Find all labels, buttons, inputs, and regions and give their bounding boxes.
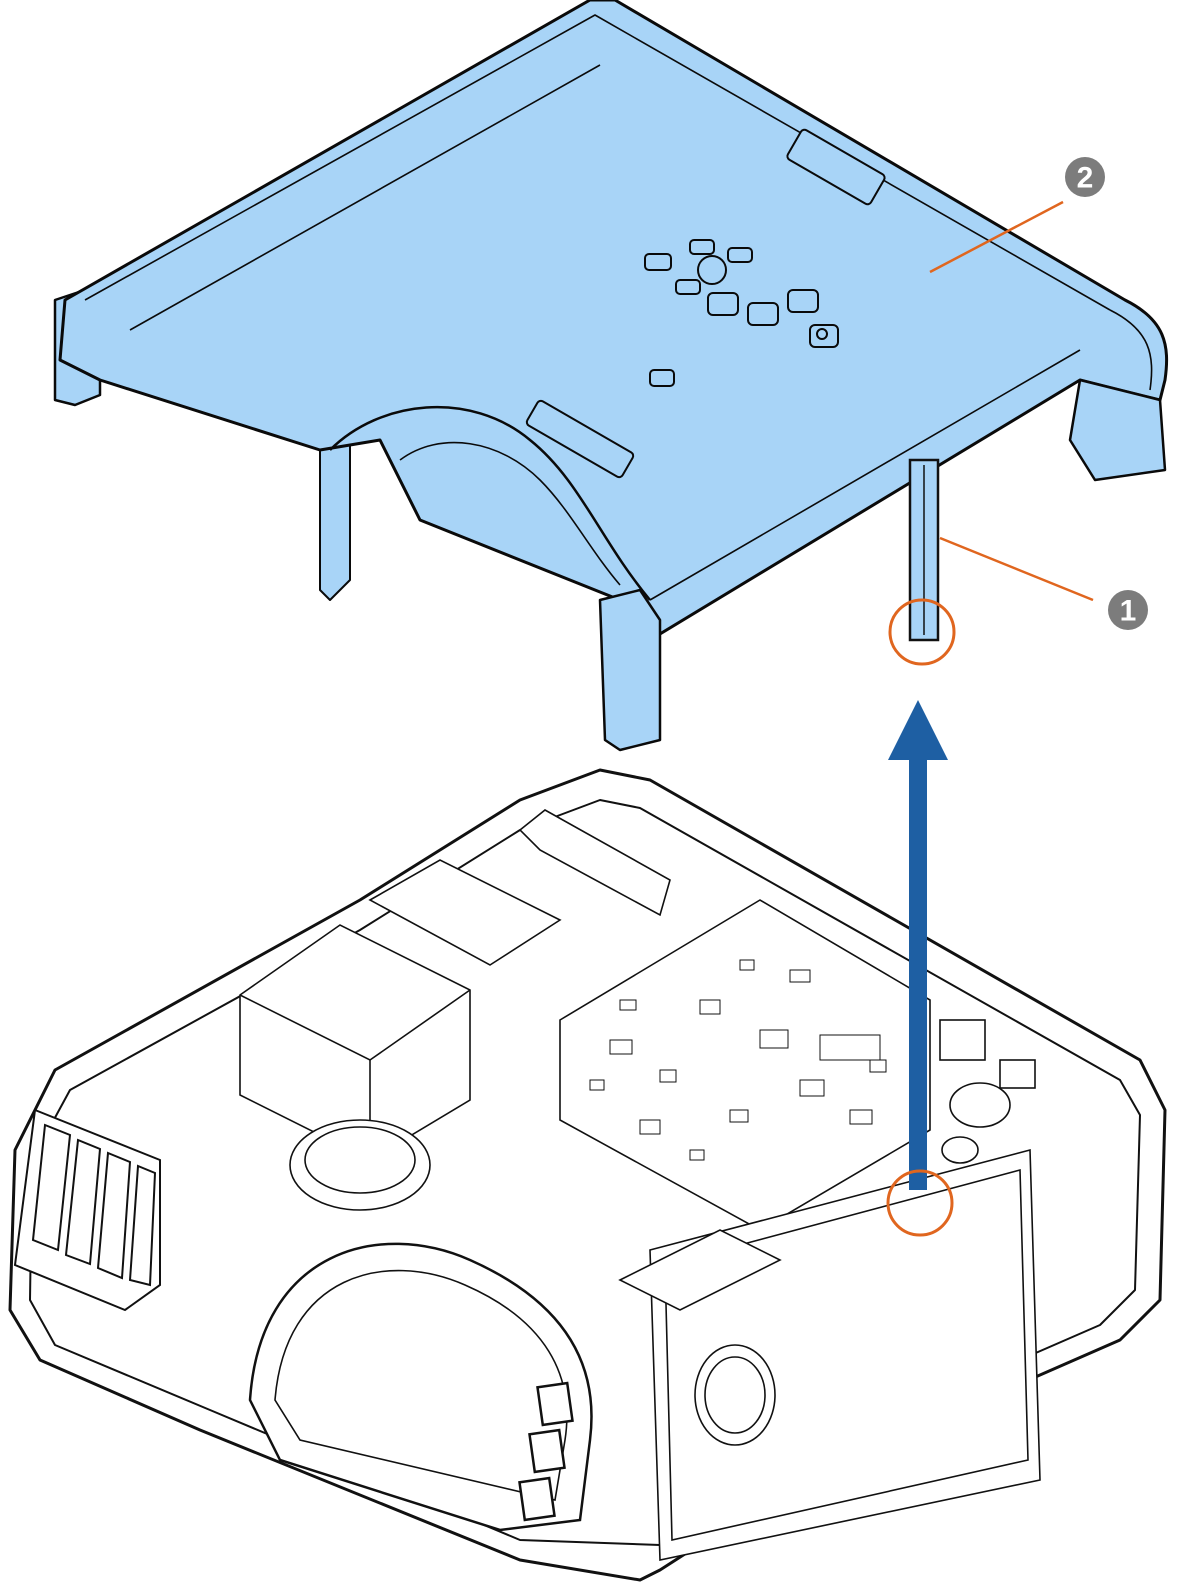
cover-top-face [58, 0, 1169, 642]
callout-badge-1 [1108, 590, 1148, 630]
callout-number-2: 2 [1077, 162, 1094, 195]
cover-slot [525, 399, 635, 479]
highlight-circles [886, 598, 956, 1237]
callout-2: 2 [1065, 157, 1105, 197]
projector-interior [239, 809, 1041, 1561]
leader-line-1 [939, 536, 1094, 602]
callout-1: 1 [1108, 590, 1148, 630]
cover-front-skirt [1068, 378, 1167, 482]
cover-leg-front [598, 588, 662, 752]
leader-line-2 [929, 200, 1064, 274]
callout-number-1: 1 [1120, 595, 1137, 628]
lens-housing [248, 1242, 593, 1532]
callout-badge-2 [1065, 157, 1105, 197]
cover-control-panel [644, 128, 886, 387]
cover-lens-cutout [329, 405, 651, 601]
ribbon-cable [908, 458, 940, 642]
intake-vent [13, 1108, 161, 1312]
lift-arrow [888, 700, 948, 1190]
top-cover [53, 0, 1169, 752]
cover-leg-rear [319, 439, 351, 601]
highlight-circle-cable-end [888, 598, 956, 666]
highlight-circle-connector [886, 1169, 954, 1237]
